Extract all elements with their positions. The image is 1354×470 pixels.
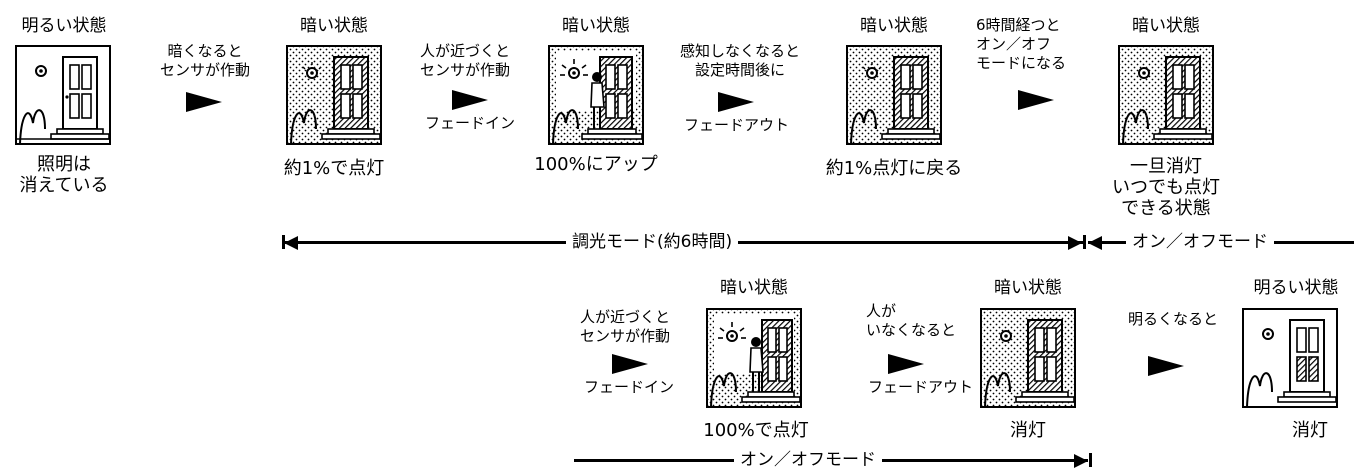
transition-effect: フェードアウト — [684, 116, 790, 134]
state-label: 暗い状態 — [720, 278, 788, 298]
transition-condition: 人が近づくとセンサが作動 — [420, 42, 511, 79]
transition-effect: フェードアウト — [868, 378, 974, 396]
right-arrow-icon — [452, 90, 488, 110]
state-label: 明るい状態 — [1253, 278, 1339, 298]
state-label: 暗い状態 — [300, 16, 368, 36]
right-arrowhead-icon — [1068, 236, 1082, 250]
scene-dark-person-full — [706, 308, 802, 408]
state-caption: 100%にアップ — [534, 154, 658, 175]
scene-bright-light-off — [1242, 308, 1338, 408]
scene-dark-off — [1118, 45, 1214, 145]
state-label: 暗い状態 — [860, 16, 928, 36]
state-label: 明るい状態 — [21, 16, 107, 36]
transition-condition: 感知しなくなると設定時間後に — [680, 42, 801, 79]
state-label: 暗い状態 — [562, 16, 630, 36]
state-caption: 消灯 — [1292, 420, 1328, 441]
transition-condition: 明るくなると — [1128, 310, 1219, 328]
state-caption: 一旦消灯いつでも点灯できる状態 — [1112, 156, 1220, 219]
state-caption: 約1%点灯に戻る — [825, 158, 963, 179]
transition-effect: フェードイン — [425, 114, 516, 132]
right-arrow-icon — [1018, 90, 1054, 110]
transition-effect: フェードイン — [584, 378, 675, 396]
right-arrow-icon — [612, 354, 648, 374]
mode-span-start — [282, 235, 285, 249]
state-label: 暗い状態 — [1132, 16, 1200, 36]
right-arrow-icon — [1148, 356, 1184, 376]
left-arrowhead-icon — [284, 236, 298, 250]
mode-label-onoff: オン／オフモード — [1126, 232, 1274, 252]
transition-condition: 人がいなくなると — [866, 302, 957, 339]
state-caption: 消灯 — [1010, 420, 1046, 441]
scene-bright-light-off — [15, 45, 111, 145]
transition-condition: 人が近づくとセンサが作動 — [580, 308, 671, 345]
state-caption: 100%で点灯 — [703, 420, 809, 441]
mode-label-onoff: オン／オフモード — [734, 450, 882, 470]
right-arrow-icon — [718, 92, 754, 112]
right-arrow-icon — [888, 354, 924, 374]
scene-dark-off — [980, 308, 1076, 408]
state-caption: 照明は消えている — [19, 154, 109, 196]
transition-condition: 6時間経つとオン／オフモードになる — [976, 16, 1067, 72]
state-caption: 約1%で点灯 — [283, 158, 385, 179]
state-label: 暗い状態 — [994, 278, 1062, 298]
mode-label-dimming: 調光モード(約6時間) — [566, 232, 739, 252]
mode-span-end — [1089, 453, 1092, 467]
right-arrow-icon — [186, 92, 222, 112]
mode-boundary — [1083, 235, 1086, 249]
scene-dark-dimmed — [846, 45, 942, 145]
right-arrowhead-icon — [1074, 454, 1088, 468]
transition-condition: 暗くなるとセンサが作動 — [160, 42, 251, 79]
scene-dark-person-full — [548, 45, 644, 145]
scene-dark-dimmed — [286, 45, 382, 145]
